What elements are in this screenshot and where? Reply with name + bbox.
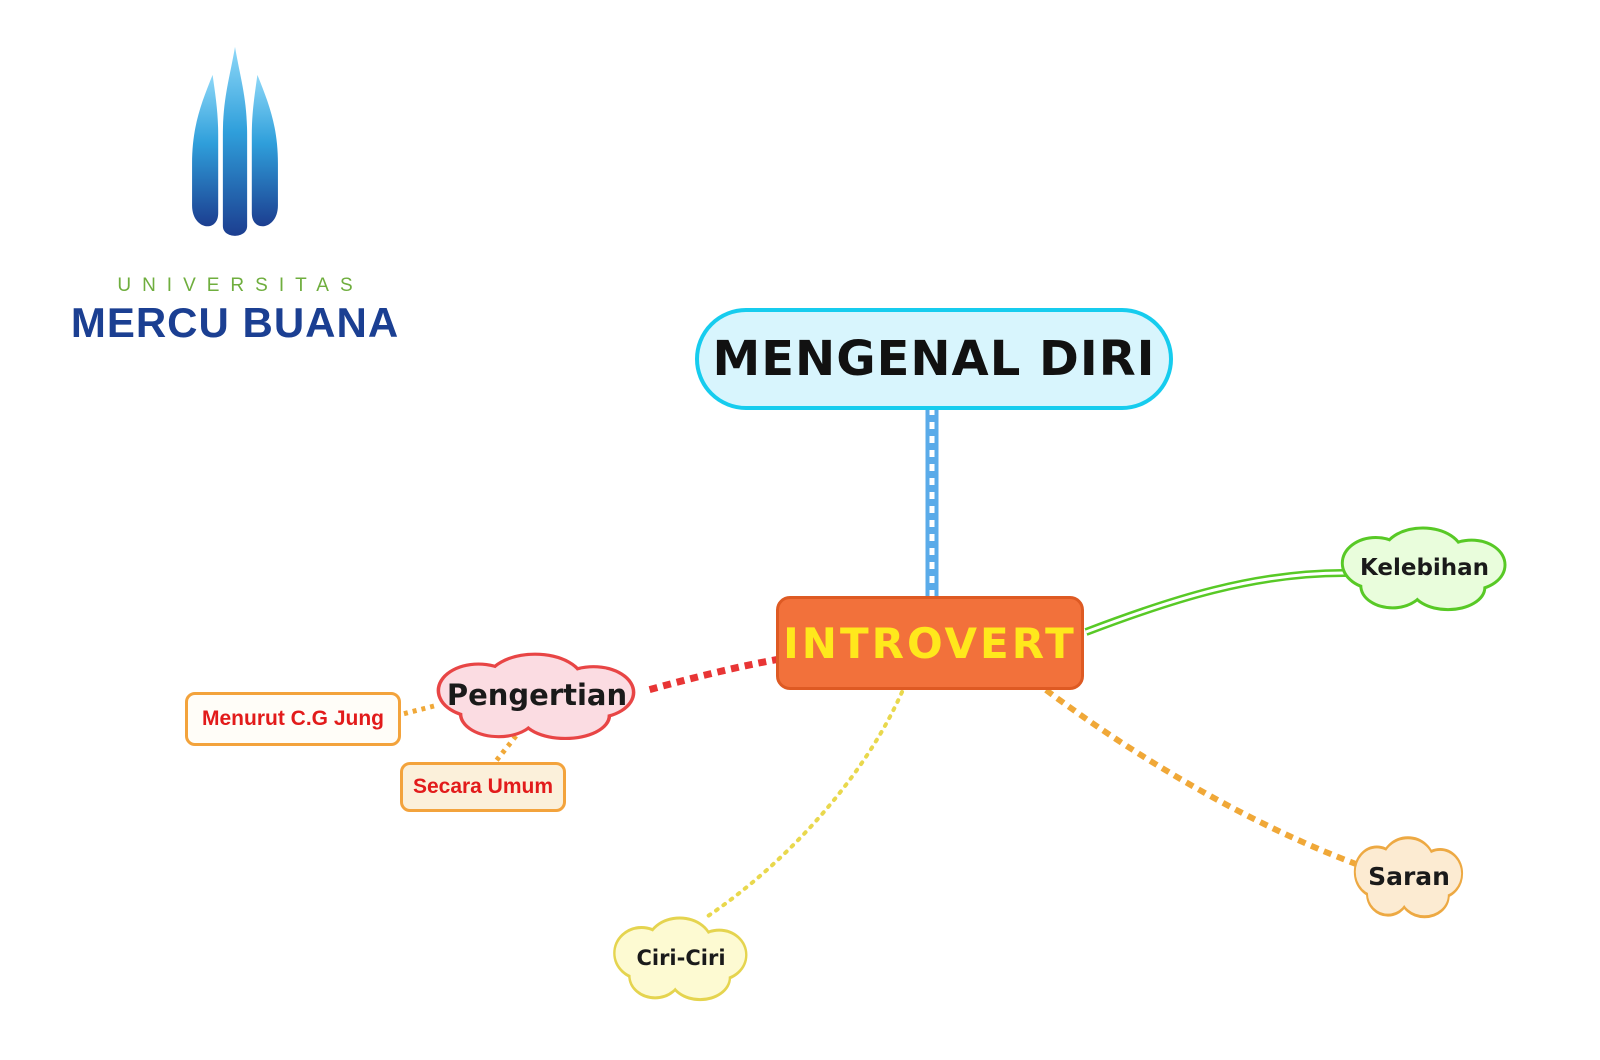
node-kelebihan-label: Kelebihan <box>1359 554 1490 581</box>
node-pengertian[interactable]: Pengertian <box>426 646 648 744</box>
connector-introvert-pengertian <box>647 655 781 694</box>
connector-introvert-saran <box>1044 687 1358 867</box>
node-ciri-ciri-label: Ciri-Ciri <box>636 945 726 970</box>
connector-introvert-kelebihan <box>1084 568 1349 636</box>
connector-introvert-kelebihan-center <box>1085 571 1349 634</box>
mercu-buana-flame-icon <box>192 46 278 236</box>
node-pengertian-label: Pengertian <box>446 678 628 712</box>
node-mengenal-diri-label: MENGENAL DIRI <box>712 331 1156 387</box>
university-logo: UNIVERSITAS MERCU BUANA <box>55 42 415 347</box>
university-name: MERCU BUANA <box>70 299 400 346</box>
node-kelebihan[interactable]: Kelebihan <box>1332 520 1517 615</box>
node-menurut-cg-jung[interactable]: Menurut C.G Jung <box>185 692 401 746</box>
node-saran-label: Saran <box>1368 861 1450 891</box>
connector-pengertian-jung <box>398 703 435 718</box>
node-mengenal-diri[interactable]: MENGENAL DIRI <box>695 308 1173 410</box>
node-secara-umum[interactable]: Secara Umum <box>400 762 566 812</box>
node-ciri-ciri[interactable]: Ciri-Ciri <box>606 910 756 1005</box>
node-introvert-label: INTROVERT <box>783 618 1077 668</box>
universitas-label: UNIVERSITAS <box>117 275 364 296</box>
node-secara-umum-label: Secara Umum <box>412 775 554 798</box>
connector-introvert-ciri <box>706 690 904 918</box>
node-saran[interactable]: Saran <box>1348 830 1470 922</box>
node-introvert[interactable]: INTROVERT <box>776 596 1084 690</box>
node-menurut-cg-jung-label: Menurut C.G Jung <box>202 707 384 730</box>
connector-pengertian-umum <box>490 734 518 768</box>
